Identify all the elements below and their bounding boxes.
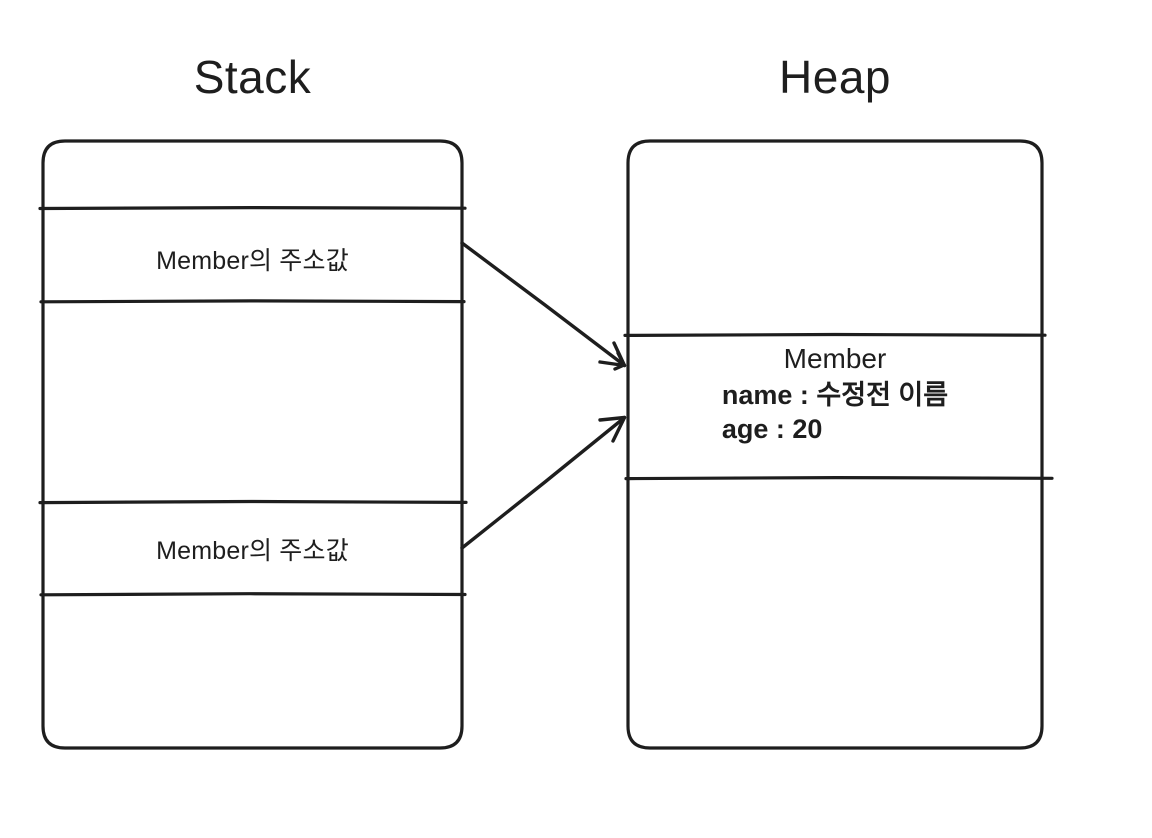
heap-object-field-age: age : 20 <box>721 414 823 444</box>
arrowhead-top <box>613 351 626 371</box>
heap-title: Heap <box>779 51 891 103</box>
stack-container <box>38 139 468 750</box>
pointer-arrow-top <box>460 241 627 371</box>
heap-divider-bottom <box>624 475 1054 481</box>
heap-divider-top <box>623 332 1047 337</box>
stack-title: Stack <box>193 51 312 103</box>
heap-member-object: Member name : 수정전 이름 age : 20 <box>628 342 1042 446</box>
stack-divider-2 <box>39 299 466 304</box>
stack-box-outline <box>41 139 464 750</box>
heap-object-field-list: name : 수정전 이름 age : 20 <box>722 378 948 446</box>
stack-slot-1-label: Member의 주소값 <box>156 247 349 275</box>
pointer-arrow-bottom <box>460 415 627 550</box>
stack-divider-1 <box>38 205 467 211</box>
stack-slot-2-label: Member의 주소값 <box>156 537 349 565</box>
arrowhead-bottom <box>598 415 627 422</box>
heap-object-field-name: name : 수정전 이름 <box>721 380 949 410</box>
stack-divider-4 <box>39 592 467 597</box>
stack-divider-3 <box>38 499 468 505</box>
heap-object-type-name: Member <box>783 343 887 374</box>
